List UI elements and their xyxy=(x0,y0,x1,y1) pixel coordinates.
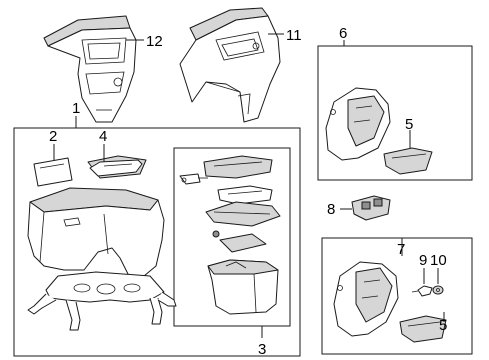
assembly-3-box xyxy=(173,147,291,327)
rear-console-panel-part-11 xyxy=(179,7,281,123)
callout-7: 7 xyxy=(397,241,405,258)
callout-1: 1 xyxy=(72,100,80,117)
callout-11: 11 xyxy=(286,27,302,44)
callout-5a: 5 xyxy=(405,116,413,133)
assembly-1-box xyxy=(13,127,301,357)
callout-8: 8 xyxy=(327,201,335,218)
callout-3: 3 xyxy=(258,341,266,358)
callout-10: 10 xyxy=(430,252,447,269)
callout-6: 6 xyxy=(339,25,347,42)
upper-lid-part xyxy=(203,155,273,179)
clip-part-10 xyxy=(432,285,444,295)
callout-9: 9 xyxy=(419,252,427,269)
callout-5b: 5 xyxy=(439,317,447,334)
fastener-part-9 xyxy=(411,285,433,297)
hinge-part xyxy=(179,173,208,185)
lid-frame-part xyxy=(217,185,273,205)
switch-part-8 xyxy=(351,195,391,221)
pocket-part-5a xyxy=(383,147,433,175)
assembly-6-box xyxy=(317,45,473,181)
callout-12: 12 xyxy=(146,33,163,50)
console-body-part-1 xyxy=(27,187,165,279)
side-trim-part-7 xyxy=(333,261,399,337)
pocket-part-5b xyxy=(399,315,447,343)
tray-part-4 xyxy=(87,155,147,179)
callout-4: 4 xyxy=(99,128,107,145)
bracket-part xyxy=(27,271,177,331)
callout-2: 2 xyxy=(49,128,57,145)
pad-part xyxy=(219,233,267,253)
lid-panel-part xyxy=(205,201,281,238)
trim-panel-part-12 xyxy=(43,15,137,123)
insert-plate-part-2 xyxy=(33,157,73,187)
side-trim-part-6 xyxy=(325,87,391,161)
assembly-7-box xyxy=(321,237,473,355)
storage-bin-part xyxy=(207,259,279,315)
